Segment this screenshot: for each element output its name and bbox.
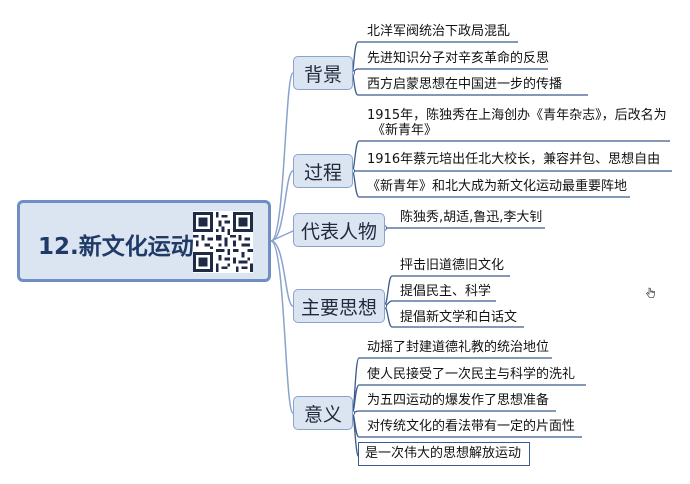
- leaf-item[interactable]: 西方启蒙思想在中国进一步的传播: [367, 77, 563, 92]
- branch-main-ideas[interactable]: 主要思想: [293, 289, 385, 323]
- leaf-item[interactable]: 提倡新文学和白话文: [400, 310, 518, 325]
- root-title: 12.新文化运动: [38, 234, 194, 260]
- branch-background[interactable]: 背景: [293, 56, 353, 90]
- leaf-item[interactable]: 为五四运动的爆发作了思想准备: [367, 393, 550, 408]
- leaf-item[interactable]: 先进知识分子对辛亥革命的反思: [367, 51, 550, 66]
- leaf-item[interactable]: 1916年蔡元培出任北大校长，兼容并包、思想自由: [367, 152, 661, 167]
- root-topic[interactable]: 12.新文化运动: [17, 200, 271, 282]
- mouse-cursor-icon: [645, 287, 656, 302]
- leaf-item[interactable]: 《新青年》和北大成为新文化运动最重要阵地: [367, 179, 628, 194]
- branch-representatives[interactable]: 代表人物: [293, 213, 385, 247]
- leaf-item[interactable]: 1915年，陈独秀在上海创办《青年杂志》，后改名为: [367, 108, 667, 123]
- leaf-item[interactable]: 动摇了封建道德礼教的统治地位: [367, 340, 550, 355]
- branch-label: 代表人物: [300, 220, 377, 243]
- leaf-item[interactable]: 提倡民主、科学: [400, 284, 492, 299]
- branch-label: 主要思想: [300, 296, 377, 319]
- leaf-item[interactable]: 抨击旧道德旧文化: [400, 258, 505, 273]
- branch-significance[interactable]: 意义: [293, 396, 353, 430]
- branch-label: 意义: [303, 403, 342, 426]
- branch-process[interactable]: 过程: [293, 154, 353, 188]
- branch-label: 过程: [303, 161, 342, 184]
- qr-code-icon: [193, 211, 253, 273]
- leaf-item[interactable]: 对传统文化的看法带有一定的片面性: [367, 419, 576, 434]
- leaf-item-selected[interactable]: 是一次伟大的思想解放运动: [358, 442, 531, 466]
- leaf-item[interactable]: 陈独秀,胡适,鲁迅,李大钊: [400, 210, 543, 225]
- leaf-item[interactable]: 使人民接受了一次民主与科学的洗礼: [367, 367, 576, 382]
- branch-label: 背景: [303, 63, 342, 86]
- leaf-item[interactable]: 北洋军阀统治下政局混乱: [367, 24, 511, 39]
- leaf-item[interactable]: 《新青年》: [372, 123, 438, 138]
